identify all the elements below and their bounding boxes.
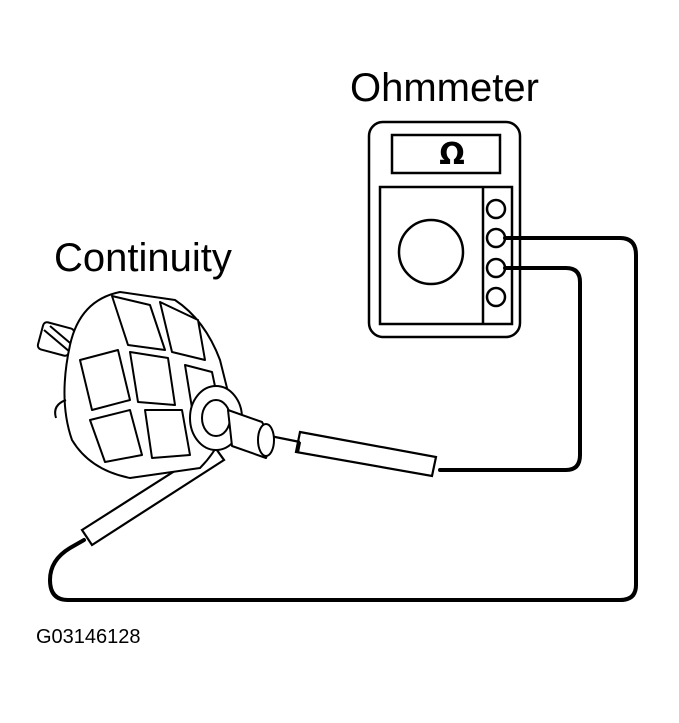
ohmmeter-label: Ohmmeter <box>350 66 539 110</box>
ohmmeter-body <box>367 120 522 339</box>
figure-code: G03146128 <box>36 626 141 648</box>
range-dial <box>397 218 465 286</box>
lead-wire-inner <box>438 266 582 472</box>
alternator-rotor <box>36 291 275 479</box>
test-leads <box>48 236 638 602</box>
continuity-label: Continuity <box>54 236 232 280</box>
ohm-symbol: Ω <box>439 137 465 172</box>
lead-wire-outer <box>48 236 638 602</box>
terminal-1 <box>485 198 507 220</box>
ohmmeter-panel <box>378 185 514 326</box>
probe-1 <box>249 430 438 478</box>
terminal-2 <box>485 227 507 249</box>
ohmmeter <box>367 120 522 339</box>
terminal-3 <box>485 257 507 279</box>
ohmmeter-display <box>390 133 502 175</box>
terminal-4 <box>485 286 507 308</box>
